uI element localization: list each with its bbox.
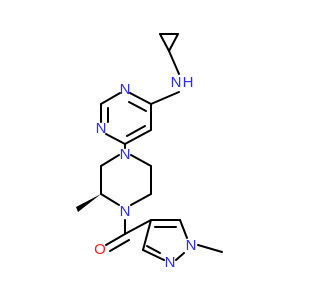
pyrazole-nitrogen-1-label: N xyxy=(186,237,197,254)
bond xyxy=(100,154,120,167)
bond xyxy=(179,219,188,239)
bond xyxy=(130,193,152,206)
pyrimidine-nitrogen-top-label: N xyxy=(120,81,131,98)
bond xyxy=(124,219,152,235)
bonds xyxy=(100,33,223,261)
bond xyxy=(129,92,152,105)
bond xyxy=(168,33,179,52)
bond xyxy=(105,233,126,246)
bond xyxy=(100,193,120,206)
atom-labels: N H N N N N O N N xyxy=(94,74,196,271)
bond xyxy=(197,244,223,253)
molecule-structure: N H N N N N O N N xyxy=(76,33,223,271)
piperazine-nitrogen-bottom-label: N xyxy=(120,203,131,220)
bond xyxy=(159,33,170,52)
wedge-bond xyxy=(76,194,101,212)
bond xyxy=(109,239,130,252)
bond xyxy=(150,91,180,105)
bond xyxy=(146,245,161,254)
amine-nitrogen-label: N xyxy=(171,74,182,91)
bond xyxy=(100,92,121,105)
bond xyxy=(142,219,152,251)
bond xyxy=(142,249,165,261)
bond xyxy=(105,133,126,145)
bond xyxy=(175,252,185,261)
bond xyxy=(124,129,152,145)
molecule-canvas: N H N N N N O N N xyxy=(76,33,223,271)
piperazine-nitrogen-top-label: N xyxy=(120,146,131,163)
pyrazole-nitrogen-2-label: N xyxy=(165,254,176,271)
bond xyxy=(130,154,152,167)
bond xyxy=(128,101,147,112)
amine-hydrogen-label: H xyxy=(183,74,194,91)
bond xyxy=(168,50,180,75)
pyrimidine-nitrogen-left-label: N xyxy=(96,120,107,137)
bond xyxy=(126,125,146,137)
carbonyl-oxygen-label: O xyxy=(94,241,106,258)
